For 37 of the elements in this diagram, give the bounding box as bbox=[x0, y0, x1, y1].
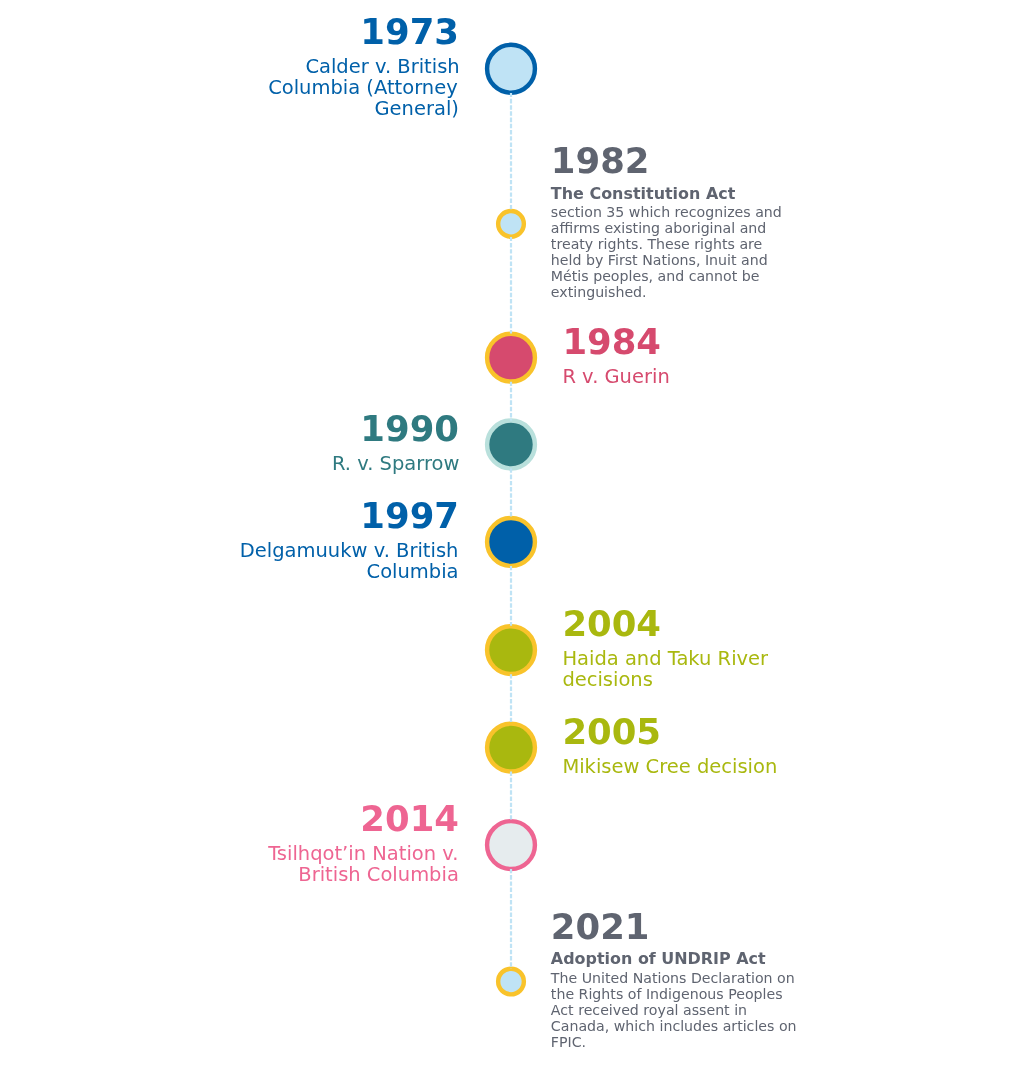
node-label: The United Nations Declaration on the Rights of Indigenous Peoples Act received royal assent in Canada, which includes articles on FPIC. bbox=[550, 970, 797, 1050]
node-label: Tsilhqot’in Nation v. British Columbia bbox=[267, 841, 459, 887]
node-circle bbox=[484, 418, 537, 471]
node-label: R. v. Sparrow bbox=[331, 451, 459, 475]
node-circle bbox=[484, 721, 537, 774]
node-label: Adoption of UNDRIP Act bbox=[550, 949, 766, 969]
node-label: 1984 bbox=[561, 321, 661, 363]
connector bbox=[509, 771, 512, 821]
node-label: 2021 bbox=[550, 905, 650, 947]
node-label: The Constitution Act bbox=[550, 183, 735, 203]
node-circle bbox=[495, 208, 526, 239]
node-label: Mikisew Cree decision bbox=[561, 754, 777, 778]
connector bbox=[509, 236, 512, 334]
node-label: 1997 bbox=[359, 494, 459, 536]
node-circle bbox=[484, 818, 537, 872]
node-label: 2005 bbox=[561, 711, 661, 753]
node-label: Haida and Taku River decisions bbox=[561, 646, 768, 692]
node-circle bbox=[495, 966, 526, 997]
node-label: 2014 bbox=[359, 797, 459, 839]
node-label: R v. Guerin bbox=[561, 365, 670, 388]
node-circle bbox=[484, 623, 537, 677]
node-label: Delgamuukw v. British Columbia bbox=[239, 538, 459, 583]
node-circle bbox=[484, 42, 537, 95]
node-circle bbox=[484, 515, 537, 569]
node-label: 1990 bbox=[359, 407, 459, 449]
node-label: 1982 bbox=[550, 140, 650, 182]
node-label: 1973 bbox=[359, 10, 459, 52]
connector bbox=[509, 869, 512, 969]
connector bbox=[509, 468, 512, 518]
node-label: section 35 which recognizes and affirms existing aboriginal and treaty rights. These rights are held by First Nations, Inuit and Métis peoples, and cannot be extinguished. bbox=[550, 204, 782, 301]
node-circle bbox=[484, 331, 537, 384]
connector bbox=[509, 381, 512, 421]
connector bbox=[509, 674, 512, 724]
connector bbox=[509, 565, 512, 626]
connector bbox=[509, 92, 512, 211]
node-label: 2004 bbox=[561, 602, 661, 644]
node-label: Calder v. British Columbia (Attorney General) bbox=[267, 54, 460, 121]
